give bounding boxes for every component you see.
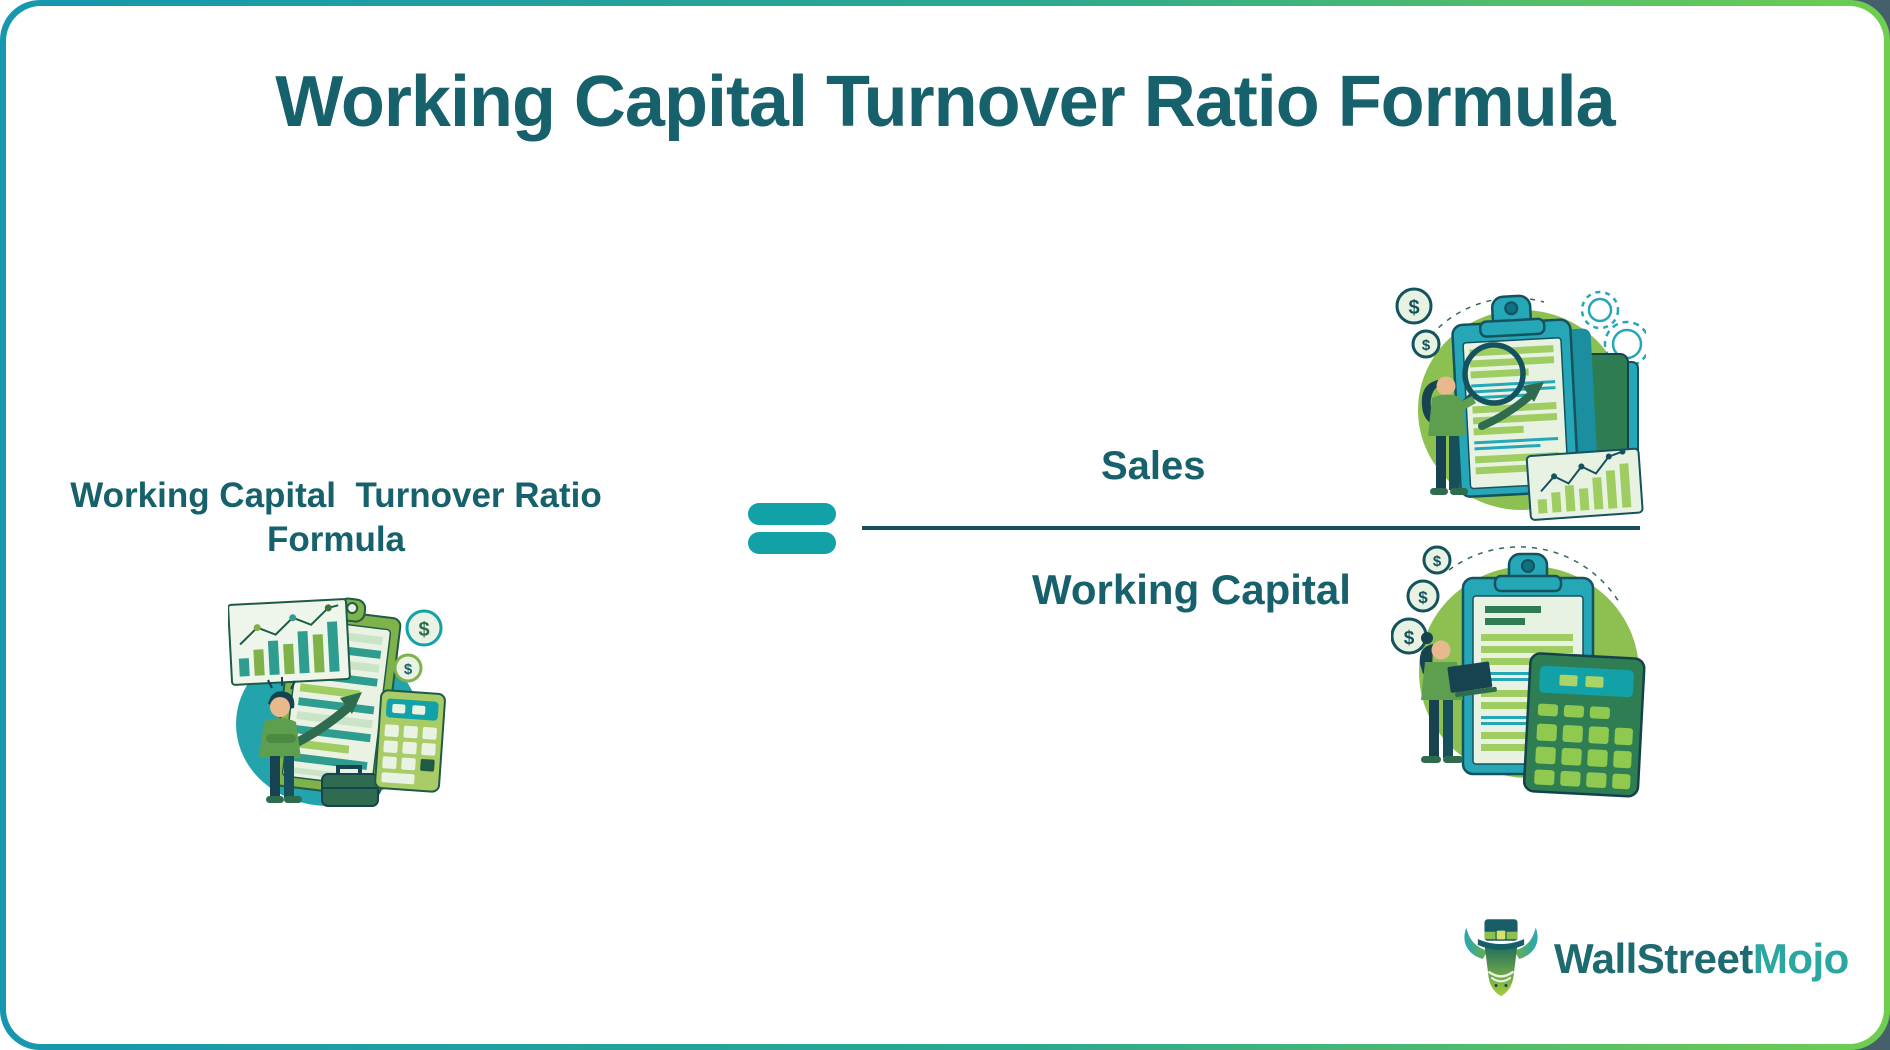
dollar-coin-icon: $ $ [393, 609, 443, 683]
brand-name-first: WallStreet [1554, 935, 1753, 982]
svg-text:$: $ [418, 619, 429, 641]
sales-analysis-illustration: $ $ [1395, 287, 1646, 521]
briefcase-icon [321, 765, 379, 807]
bull-mascot-icon [1464, 919, 1538, 997]
dollar-coin-icon: $ $ $ [1391, 545, 1452, 655]
brand-logo: WallStreetMojo [1458, 911, 1849, 1007]
equals-icon [748, 503, 836, 554]
formula-lhs-line1: Working Capital Turnover Ratio [70, 476, 602, 515]
brand-name: WallStreetMojo [1554, 935, 1849, 983]
growth-arrow-icon [1478, 382, 1544, 430]
formula-illustration: $ $ [228, 584, 446, 810]
card-body: Working Capital Turnover Ratio Formula W… [6, 6, 1884, 1044]
page-title: Working Capital Turnover Ratio Formula [275, 62, 1615, 142]
growth-arrow-icon [293, 692, 362, 747]
svg-text:$: $ [404, 661, 413, 678]
formula-lhs-line2: Formula [266, 519, 406, 559]
laptop-icon [1447, 661, 1497, 698]
svg-text:$: $ [1422, 337, 1431, 354]
svg-text:$: $ [1433, 553, 1442, 570]
dollar-coin-icon: $ $ [1395, 287, 1441, 359]
person-figure [259, 677, 302, 803]
formula-lhs-label: Working Capital Turnover Ratio Formula [46, 474, 626, 562]
sales-illustration: $ $ [1394, 284, 1646, 530]
calculator-icon [374, 689, 446, 793]
calculator-icon [1522, 652, 1646, 798]
man-financial-report-illustration: $ $ [228, 597, 446, 807]
working-capital-illustration: $ $ $ [1391, 544, 1655, 806]
fraction-line [862, 526, 1640, 530]
working-capital-calc-illustration: $ $ $ [1391, 545, 1646, 798]
brand-name-second: Mojo [1752, 935, 1849, 982]
person-figure [1421, 376, 1476, 495]
svg-text:$: $ [1404, 628, 1415, 649]
bar-chart-icon [228, 598, 351, 686]
denominator-label: Working Capital [1032, 566, 1351, 613]
numerator-label: Sales [1101, 444, 1206, 488]
svg-text:$: $ [1408, 297, 1419, 319]
bar-chart-icon [1525, 447, 1644, 521]
svg-text:$: $ [1418, 588, 1428, 607]
person-figure [1419, 632, 1497, 763]
